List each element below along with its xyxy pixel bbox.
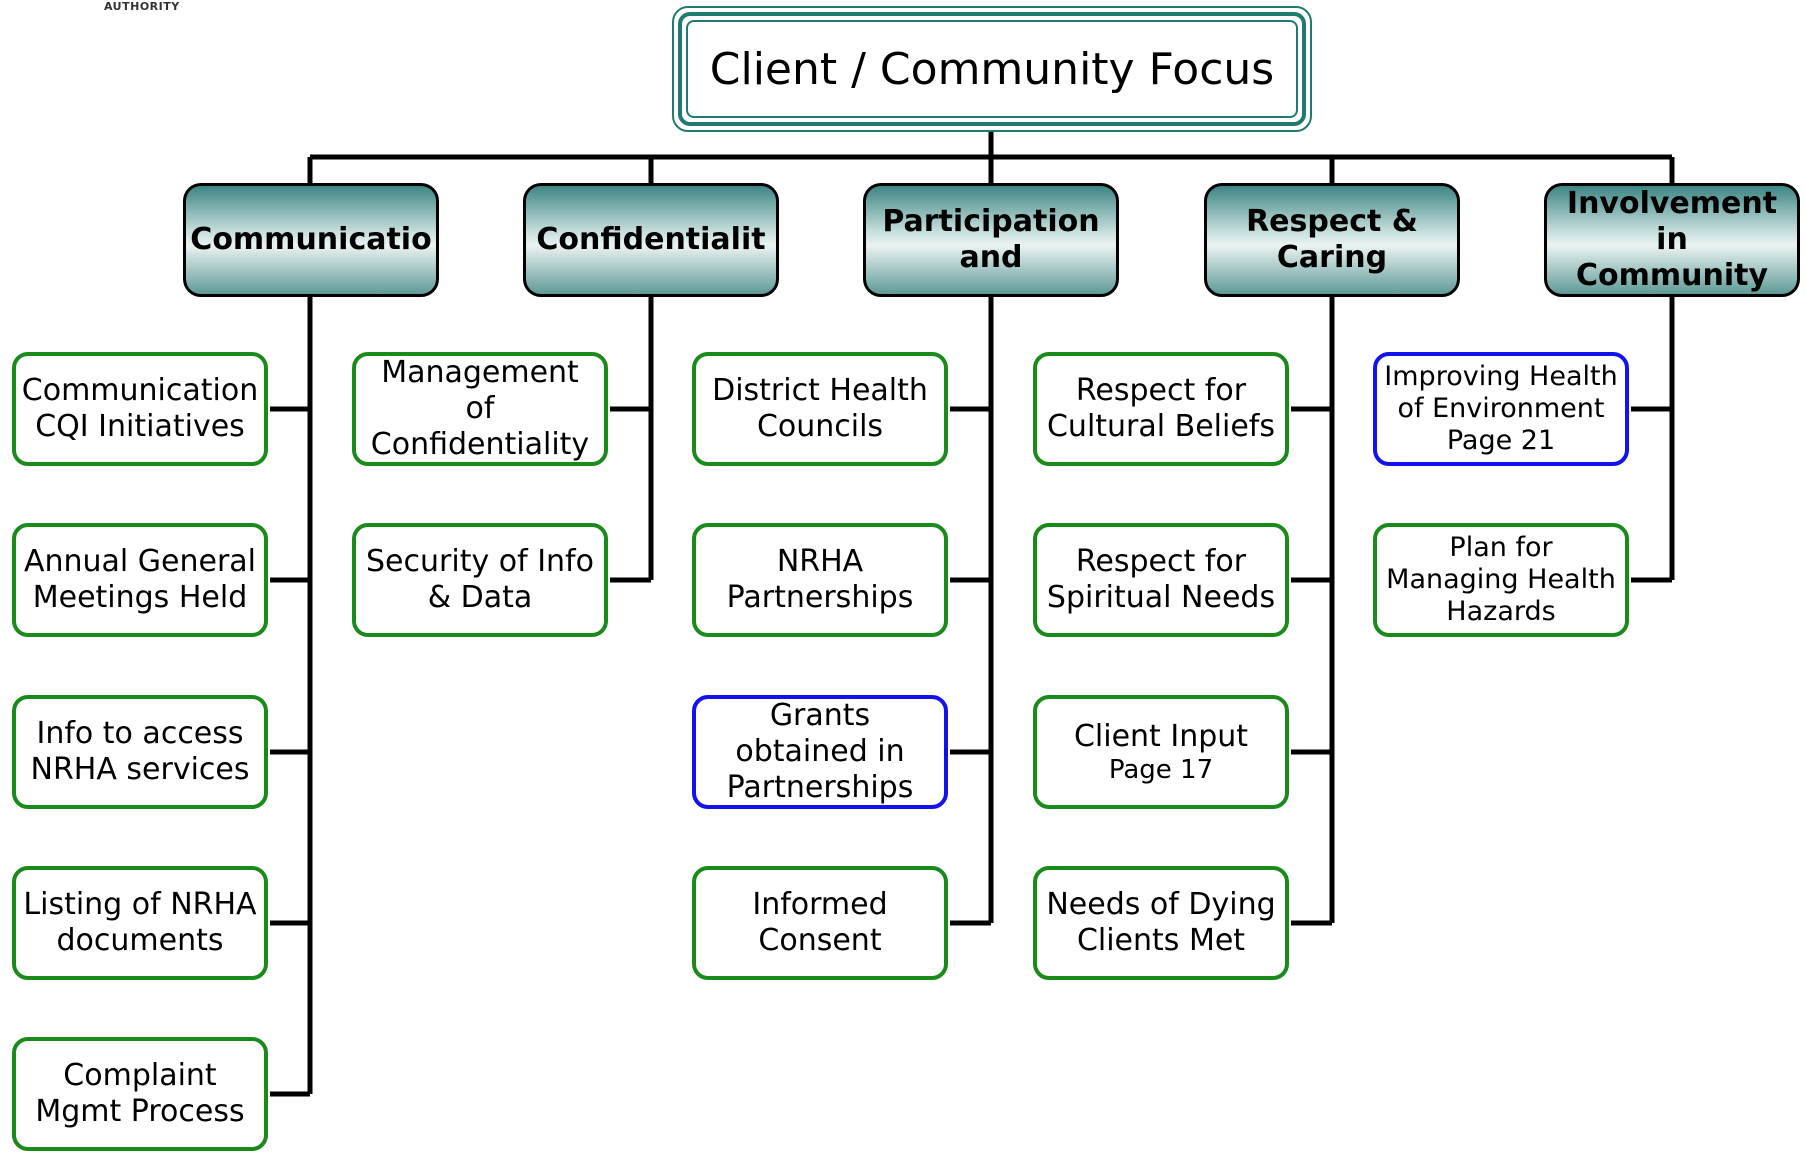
category-label: Involvement in Community <box>1566 186 1778 293</box>
item-client-input[interactable]: Client Input Page 17 <box>1033 695 1289 809</box>
item-management-confidentiality: Management of Confidentiality <box>352 352 608 466</box>
root-node-frame <box>678 12 1306 126</box>
category-label: Confidentialit <box>536 222 766 257</box>
item-security-info-data: Security of Info & Data <box>352 523 608 637</box>
category-respect-caring: Respect & Caring <box>1204 183 1460 297</box>
item-complaint-mgmt: Complaint Mgmt Process <box>12 1037 268 1151</box>
item-listing-documents: Listing of NRHA documents <box>12 866 268 980</box>
item-client-input-page: Page 17 <box>1108 755 1214 785</box>
category-involvement: Involvement in Community <box>1544 183 1800 297</box>
category-confidentiality: Confidentialit <box>523 183 779 297</box>
category-label: Respect & Caring <box>1246 204 1418 275</box>
item-improving-health-environment[interactable]: Improving Health of Environment Page 21 <box>1373 352 1629 466</box>
item-district-health-councils: District Health Councils <box>692 352 948 466</box>
category-participation: Participation and <box>863 183 1119 297</box>
root-node-title: Client / Community Focus <box>686 20 1298 118</box>
item-nrha-partnerships: NRHA Partnerships <box>692 523 948 637</box>
logo-authority-text: AUTHORITY <box>104 0 180 13</box>
category-communication: Communicatio <box>183 183 439 297</box>
item-respect-cultural-beliefs: Respect for Cultural Beliefs <box>1033 352 1289 466</box>
item-plan-health-hazards: Plan for Managing Health Hazards <box>1373 523 1629 637</box>
item-communication-cqi: Communication CQI Initiatives <box>12 352 268 466</box>
item-needs-dying-clients: Needs of Dying Clients Met <box>1033 866 1289 980</box>
item-grants-partnerships[interactable]: Grants obtained in Partnerships <box>692 695 948 809</box>
item-informed-consent: Informed Consent <box>692 866 948 980</box>
item-annual-general-meetings: Annual General Meetings Held <box>12 523 268 637</box>
root-node: Client / Community Focus <box>672 6 1312 132</box>
item-info-access-services: Info to access NRHA services <box>12 695 268 809</box>
item-respect-spiritual-needs: Respect for Spiritual Needs <box>1033 523 1289 637</box>
category-label: Communicatio <box>190 222 432 257</box>
item-client-input-label: Client Input <box>1073 719 1249 754</box>
category-label: Participation and <box>882 204 1100 275</box>
